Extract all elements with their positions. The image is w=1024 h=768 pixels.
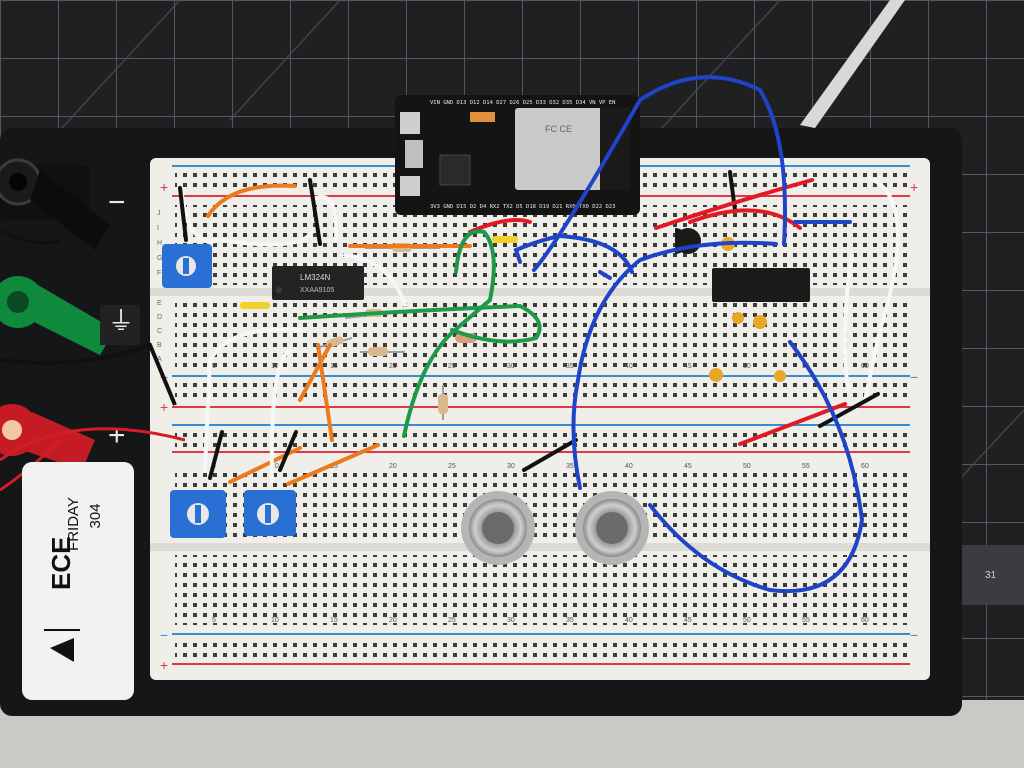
binding-post-green[interactable] <box>0 276 140 355</box>
column-number: 35 <box>566 617 574 624</box>
column-number: 10 <box>271 363 279 370</box>
column-number: 45 <box>684 463 692 470</box>
row-letter: A <box>157 356 162 363</box>
green-wires <box>298 229 542 438</box>
chip-part-number: LM324N <box>300 273 330 282</box>
column-number: 20 <box>389 463 397 470</box>
row-letter: C <box>157 328 162 335</box>
wire-black-top <box>0 228 61 245</box>
column-number: 55 <box>802 617 810 624</box>
potentiometer-bottom-1[interactable] <box>170 490 226 538</box>
rail-minus-mid-right: − <box>910 369 918 385</box>
row-letter: D <box>157 314 162 321</box>
row-letter: G <box>157 255 162 262</box>
mat-ruler <box>955 545 1024 605</box>
column-number: 50 <box>743 617 751 624</box>
terminal-minus-symbol: − <box>108 186 126 219</box>
column-number: 15 <box>330 463 338 470</box>
rail-plus-mid: + <box>160 399 168 415</box>
red-wires <box>468 178 847 446</box>
rail-minus-bottom: − <box>160 627 168 643</box>
column-number: 40 <box>625 363 633 370</box>
esp32-dev-board: FC CE VIN GND D13 D12 D14 D27 D26 D25 D3… <box>395 95 640 215</box>
rail-sign-labels: + + + + <box>160 179 918 673</box>
rail-plus-top: + <box>160 179 168 195</box>
binding-post-black[interactable] <box>0 158 110 250</box>
row-letter: H <box>157 240 162 247</box>
breadboard-lower <box>150 418 930 680</box>
column-number: 35 <box>566 363 574 370</box>
wire-red-left <box>0 427 186 462</box>
column-number: 40 <box>625 463 633 470</box>
column-number: 60 <box>861 363 869 370</box>
row-letters-upper: J I H G F <box>157 210 162 277</box>
potentiometer-top-left[interactable] <box>162 244 212 288</box>
row-letter: F <box>157 270 161 277</box>
rail-minus-bottom-right: − <box>910 627 918 643</box>
column-number: 60 <box>861 463 869 470</box>
column-number: 25 <box>448 617 456 624</box>
column-number: 50 <box>743 363 751 370</box>
row-letter: B <box>157 342 162 349</box>
terminal-symbols: − ⏚ + <box>108 186 134 452</box>
chip-lot-code: XXAA9105 <box>300 287 334 294</box>
rail-plus-top-right: + <box>910 179 918 195</box>
card-logo-text: ECE <box>46 537 76 590</box>
card-room: 304 <box>87 503 104 528</box>
column-number: 60 <box>861 617 869 624</box>
potentiometer-bottom-2[interactable] <box>244 490 296 536</box>
ultrasonic-transducer-left <box>461 491 535 565</box>
cable-tie <box>800 0 905 128</box>
column-number: 15 <box>330 617 338 624</box>
column-number: 30 <box>507 463 515 470</box>
column-number: 15 <box>330 363 338 370</box>
column-numbers-lower: 5510101515202025253030353540404545505055… <box>212 463 869 624</box>
ruler-number: 31 <box>985 570 997 581</box>
column-number: 25 <box>448 463 456 470</box>
column-number: 30 <box>507 617 515 624</box>
column-number: 55 <box>802 463 810 470</box>
column-number: 45 <box>684 617 692 624</box>
terminal-plus-symbol: + <box>108 419 126 452</box>
row-letter: I <box>157 225 159 232</box>
column-number: 45 <box>684 363 692 370</box>
wire-black-left <box>0 342 177 406</box>
lab-label-card: ECE FRIDAY 304 <box>22 462 134 700</box>
column-number: 35 <box>566 463 574 470</box>
column-number: 25 <box>448 363 456 370</box>
column-number: 5 <box>212 617 216 624</box>
column-number: 50 <box>743 463 751 470</box>
esp32-top-pins: VIN GND D13 D12 D14 D27 D26 D25 D33 D32 … <box>430 100 615 106</box>
esp32-shield-mark: FC CE <box>545 124 572 134</box>
blue-wires <box>513 75 865 594</box>
lm324-op-amp-chip: LM324N XXAA9105 <box>272 266 364 300</box>
terminal-ground-symbol: ⏚ <box>108 306 134 336</box>
ultrasonic-transducer-right <box>575 491 649 565</box>
column-number: 20 <box>389 363 397 370</box>
row-letter: J <box>157 210 161 217</box>
esp32-bottom-pins: 3V3 GND D15 D2 D4 RX2 TX2 D5 D18 D19 D21… <box>430 204 615 210</box>
column-number: 10 <box>271 463 279 470</box>
column-number: 20 <box>389 617 397 624</box>
column-number: 40 <box>625 617 633 624</box>
rail-plus-bottom: + <box>160 657 168 673</box>
card-shield-icon <box>50 638 74 662</box>
white-wires <box>180 176 900 482</box>
yellow-jumper <box>240 302 270 309</box>
column-number: 5 <box>212 363 216 370</box>
shift-register-chip <box>712 268 810 302</box>
column-number: 30 <box>507 363 515 370</box>
yellow-jumper-2 <box>492 236 518 243</box>
column-number: 10 <box>271 617 279 624</box>
card-day: FRIDAY <box>65 497 82 551</box>
row-letter: E <box>157 300 162 307</box>
